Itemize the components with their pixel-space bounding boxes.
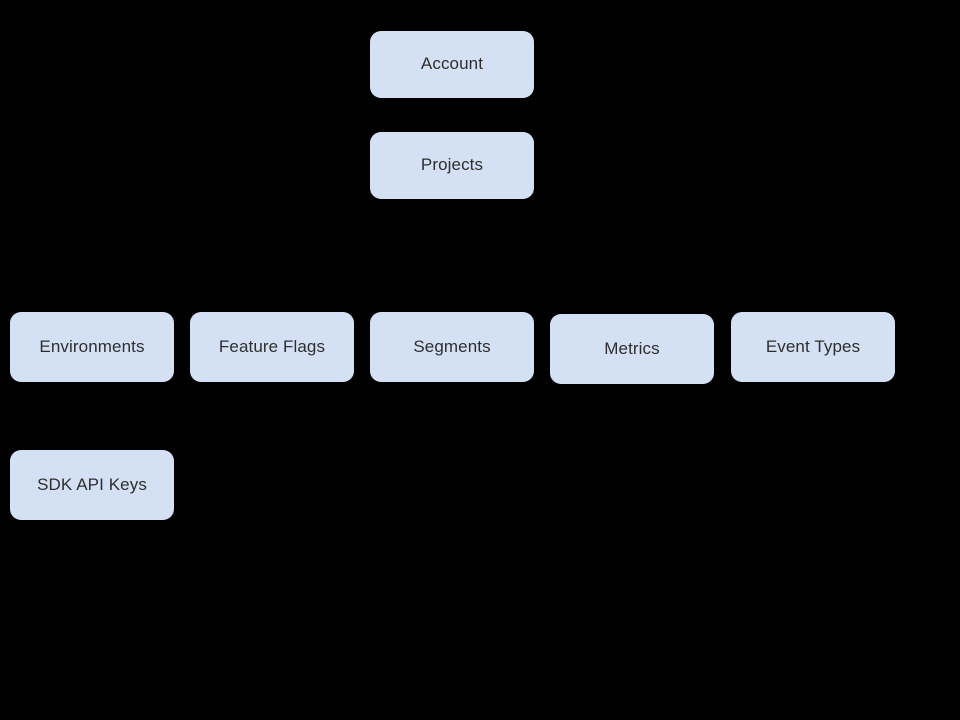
edge-projects-trunk — [451, 199, 453, 256]
edge-account-projects — [451, 98, 453, 132]
node-metrics-label: Metrics — [604, 338, 660, 358]
node-sdk-api-keys[interactable]: SDK API Keys — [10, 450, 174, 520]
node-segments-label: Segments — [413, 336, 491, 356]
node-segments[interactable]: Segments — [370, 312, 534, 382]
node-event-types[interactable]: Event Types — [731, 312, 895, 382]
node-metrics[interactable]: Metrics — [550, 314, 714, 384]
node-feature-flags[interactable]: Feature Flags — [190, 312, 354, 382]
edge-projects-metrics — [631, 256, 633, 314]
edge-projects-environments — [91, 256, 93, 312]
edge-projects-segments — [451, 256, 453, 312]
node-account[interactable]: Account — [370, 31, 534, 98]
edge-projects-feature-flags — [271, 256, 273, 312]
edge-environments-sdk-api-keys — [91, 382, 93, 450]
node-projects[interactable]: Projects — [370, 132, 534, 199]
node-feature-flags-label: Feature Flags — [218, 336, 326, 356]
node-account-label: Account — [420, 54, 484, 74]
node-environments-label: Environments — [39, 336, 145, 356]
node-event-types-label: Event Types — [765, 336, 861, 356]
edge-projects-event-types — [812, 256, 814, 312]
node-environments[interactable]: Environments — [10, 312, 174, 382]
node-projects-label: Projects — [420, 155, 484, 175]
node-sdk-api-keys-label: SDK API Keys — [37, 474, 147, 494]
